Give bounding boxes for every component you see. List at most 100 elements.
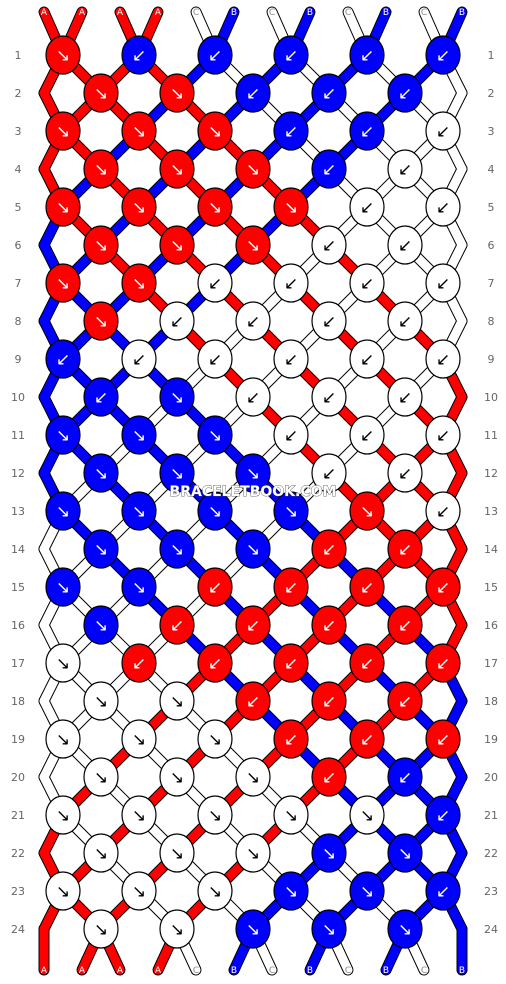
knot-arrow-icon: ↘ xyxy=(56,654,70,674)
knot: ↙ xyxy=(273,35,309,75)
knot-arrow-icon: ↙ xyxy=(284,46,298,66)
knot: ↙ xyxy=(273,339,309,379)
knot: ↙ xyxy=(425,339,461,379)
knot: ↙ xyxy=(83,377,119,417)
knot: ↙ xyxy=(387,757,423,797)
knot-arrow-icon: ↙ xyxy=(398,236,412,256)
bottom-strand-label: C xyxy=(269,966,275,976)
knot-arrow-icon: ↙ xyxy=(284,274,298,294)
knot-arrow-icon: ↘ xyxy=(208,198,222,218)
row-number-left: 20 xyxy=(11,771,25,784)
knot-arrow-icon: ↙ xyxy=(170,616,184,636)
row-number-right: 13 xyxy=(484,505,498,518)
knot: ↘ xyxy=(197,795,233,835)
row-number-left: 13 xyxy=(11,505,25,518)
knot-arrow-icon: ↘ xyxy=(94,160,108,180)
row-number-left: 18 xyxy=(11,695,25,708)
knot-arrow-icon: ↙ xyxy=(170,312,184,332)
knot: ↘ xyxy=(83,225,119,265)
knot-arrow-icon: ↙ xyxy=(360,198,374,218)
row-number-left: 15 xyxy=(11,581,25,594)
knot: ↙ xyxy=(45,339,81,379)
knot: ↙ xyxy=(311,73,347,113)
knot-arrow-icon: ↙ xyxy=(398,388,412,408)
knot: ↘ xyxy=(197,719,233,759)
row-number-left: 22 xyxy=(11,847,25,860)
knot-arrow-icon: ↙ xyxy=(246,388,260,408)
knot-arrow-icon: ↘ xyxy=(170,236,184,256)
top-strand-label: B xyxy=(383,8,389,18)
knot-arrow-icon: ↘ xyxy=(132,274,146,294)
knot: ↙ xyxy=(387,225,423,265)
row-number-right: 4 xyxy=(488,163,495,176)
knot-arrow-icon: ↘ xyxy=(94,236,108,256)
knot-arrow-icon: ↘ xyxy=(94,84,108,104)
knot: ↙ xyxy=(425,415,461,455)
row-number-left: 11 xyxy=(11,429,25,442)
bottom-strand-label: C xyxy=(193,966,199,976)
knot-arrow-icon: ↙ xyxy=(360,350,374,370)
knot: ↙ xyxy=(197,263,233,303)
knot-arrow-icon: ↘ xyxy=(360,806,374,826)
knot-arrow-icon: ↙ xyxy=(284,730,298,750)
knot-arrow-icon: ↙ xyxy=(360,274,374,294)
knot-arrow-icon: ↘ xyxy=(94,768,108,788)
knot-arrow-icon: ↘ xyxy=(132,806,146,826)
knot-arrow-icon: ↙ xyxy=(398,160,412,180)
knot-arrow-icon: ↘ xyxy=(94,464,108,484)
knot-arrow-icon: ↘ xyxy=(246,768,260,788)
knot: ↘ xyxy=(197,871,233,911)
knot: ↙ xyxy=(387,453,423,493)
knot: ↙ xyxy=(311,149,347,189)
knot: ↙ xyxy=(311,225,347,265)
knot: ↘ xyxy=(121,719,157,759)
knot: ↙ xyxy=(425,111,461,151)
knot-arrow-icon: ↙ xyxy=(436,578,450,598)
knot: ↘ xyxy=(83,73,119,113)
knot-arrow-icon: ↘ xyxy=(132,198,146,218)
knot: ↙ xyxy=(311,301,347,341)
knot: ↙ xyxy=(387,377,423,417)
row-number-right: 19 xyxy=(484,733,498,746)
knot-arrow-icon: ↘ xyxy=(246,844,260,864)
knot-arrow-icon: ↘ xyxy=(208,426,222,446)
knot-arrow-icon: ↘ xyxy=(284,502,298,522)
knot-arrow-icon: ↙ xyxy=(398,692,412,712)
knot: ↙ xyxy=(387,301,423,341)
knot-arrow-icon: ↘ xyxy=(170,388,184,408)
row-number-left: 21 xyxy=(11,809,25,822)
knot-arrow-icon: ↘ xyxy=(94,920,108,940)
knot-arrow-icon: ↘ xyxy=(56,46,70,66)
knot: ↘ xyxy=(197,111,233,151)
top-strand-label: C xyxy=(269,8,275,18)
knot: ↘ xyxy=(159,757,195,797)
knot: ↘ xyxy=(273,187,309,227)
knot: ↙ xyxy=(311,453,347,493)
knot: ↘ xyxy=(159,681,195,721)
row-number-right: 2 xyxy=(488,87,495,100)
knot: ↘ xyxy=(83,149,119,189)
row-number-left: 4 xyxy=(15,163,22,176)
bottom-strand-label: B xyxy=(459,966,465,976)
row-number-left: 23 xyxy=(11,885,25,898)
knot-arrow-icon: ↙ xyxy=(360,654,374,674)
knot: ↘ xyxy=(235,909,271,949)
knot: ↙ xyxy=(273,415,309,455)
knot: ↘ xyxy=(197,187,233,227)
row-number-right: 6 xyxy=(488,239,495,252)
bottom-strand-label: B xyxy=(383,966,389,976)
knot: ↙ xyxy=(235,301,271,341)
knot-arrow-icon: ↘ xyxy=(94,312,108,332)
row-number-right: 14 xyxy=(484,543,498,556)
row-number-right: 17 xyxy=(484,657,498,670)
knot: ↘ xyxy=(121,491,157,531)
knot-arrow-icon: ↙ xyxy=(436,426,450,446)
knot: ↙ xyxy=(235,681,271,721)
top-strand-label: A xyxy=(155,8,162,18)
knot-arrow-icon: ↘ xyxy=(322,920,336,940)
knot-arrow-icon: ↙ xyxy=(208,654,222,674)
knot: ↙ xyxy=(349,111,385,151)
knot: ↘ xyxy=(311,909,347,949)
